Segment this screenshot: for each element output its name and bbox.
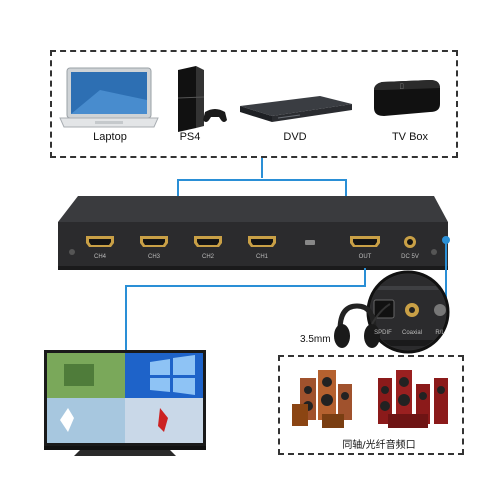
speakers-icon bbox=[292, 370, 448, 428]
port-label-ch4: CH4 bbox=[93, 254, 106, 260]
tv-box-icon:  bbox=[374, 80, 440, 116]
audio-ports-zoom bbox=[366, 270, 450, 354]
port-label-out: OUT bbox=[358, 254, 372, 260]
source-label-tv-box: TV Box bbox=[391, 131, 429, 143]
game-console-icon bbox=[177, 66, 227, 132]
hdmi-switch-device bbox=[58, 196, 448, 270]
port-label-ch3: CH3 bbox=[147, 254, 160, 260]
headphones-icon bbox=[334, 303, 391, 348]
port-label-ch2: CH2 bbox=[201, 254, 214, 260]
source-devices-box bbox=[50, 50, 458, 158]
laptop-icon bbox=[59, 67, 159, 128]
svg-text::  bbox=[400, 83, 404, 90]
usb-port bbox=[305, 240, 315, 245]
dvd-player-icon bbox=[240, 96, 352, 122]
speakers-box bbox=[278, 355, 464, 455]
tv-icon bbox=[44, 350, 206, 456]
source-label-laptop: Laptop bbox=[93, 131, 127, 143]
source-label-dvd: DVD bbox=[283, 131, 307, 143]
speakers-caption: 同轴/光纤音频口 bbox=[342, 440, 416, 451]
audio-label-rl: R/L bbox=[435, 330, 445, 336]
audio-label-coaxial: Coaxial bbox=[401, 330, 422, 336]
source-label-ps4: PS4 bbox=[179, 131, 201, 143]
port-label-power: DC 5V bbox=[401, 254, 419, 260]
jack-label: 3.5mm bbox=[300, 334, 331, 345]
audio-label-spdif: SPDIF bbox=[374, 330, 392, 336]
port-label-ch1: CH1 bbox=[255, 254, 268, 260]
